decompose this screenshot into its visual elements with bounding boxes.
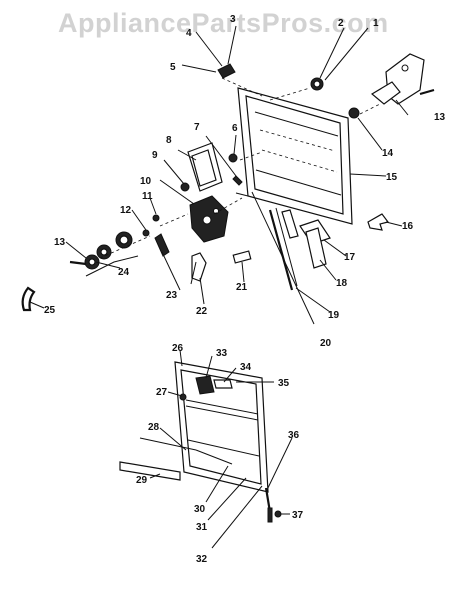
dispenser-assembly (189, 195, 229, 243)
callout-36: 36 (288, 430, 300, 441)
callout-14: 14 (382, 148, 394, 159)
callout-23: 23 (166, 290, 178, 301)
callout-27: 27 (156, 387, 168, 398)
callout-31: 31 (196, 522, 208, 533)
callout-9: 9 (152, 150, 158, 161)
callout-13-left: 13 (54, 237, 66, 248)
callout-13-right: 13 (434, 112, 446, 123)
watermark: AppliancePartsPros.com (58, 8, 389, 38)
hinge-arm-36 (264, 487, 282, 523)
callout-8: 8 (166, 135, 172, 146)
latch-3 (217, 63, 236, 79)
callout-4: 4 (186, 28, 192, 39)
callout-16: 16 (402, 221, 414, 232)
callout-1: 1 (373, 18, 379, 29)
callout-29: 29 (136, 475, 148, 486)
callout-2: 2 (338, 18, 344, 29)
bottom-trim (119, 437, 233, 481)
callout-32: 32 (196, 554, 208, 565)
callout-35: 35 (278, 378, 290, 389)
callout-7: 7 (194, 122, 200, 133)
leader-lines (29, 25, 409, 549)
callout-12: 12 (120, 205, 132, 216)
callout-25: 25 (44, 305, 56, 316)
callout-22: 22 (196, 306, 208, 317)
callout-5: 5 (170, 62, 176, 73)
callout-30: 30 (194, 504, 206, 515)
small-hardware (142, 63, 360, 237)
outer-door-panel (235, 87, 353, 225)
switch-34 (213, 379, 233, 389)
callout-26: 26 (172, 343, 184, 354)
callout-34: 34 (240, 362, 252, 373)
callout-24: 24 (118, 267, 130, 278)
washer-12 (142, 229, 150, 237)
callout-20: 20 (320, 338, 332, 349)
callout-3: 3 (230, 14, 236, 25)
bushing-14 (348, 107, 360, 119)
slide-parts (268, 207, 331, 291)
callout-21: 21 (236, 282, 248, 293)
callout-labels: 1 2 3 4 5 6 7 8 9 10 11 12 13 13 14 15 1… (44, 14, 446, 565)
handle-25 (21, 286, 36, 312)
inner-door-panel (174, 361, 269, 493)
gear-assembly (69, 231, 139, 277)
screw-7 (232, 175, 243, 186)
screw-27 (179, 393, 187, 401)
callout-33: 33 (216, 348, 228, 359)
link-arm-20 (251, 191, 315, 325)
callout-37: 37 (292, 510, 304, 521)
callout-19: 19 (328, 310, 340, 321)
latch-33 (195, 375, 215, 395)
callout-11: 11 (142, 191, 153, 202)
spacer-6 (228, 153, 238, 163)
side-bracket (370, 53, 435, 105)
washer-9 (180, 182, 190, 192)
callout-17: 17 (344, 252, 356, 263)
hinge-16 (367, 213, 390, 231)
lower-small-parts (154, 233, 252, 285)
alignment-lines-upper (99, 77, 381, 259)
callout-10: 10 (140, 176, 152, 187)
callout-15: 15 (386, 172, 398, 183)
nut-11 (152, 214, 160, 222)
callout-6: 6 (232, 123, 238, 134)
callout-18: 18 (336, 278, 348, 289)
control-panel-part (187, 142, 223, 192)
callout-28: 28 (148, 422, 160, 433)
